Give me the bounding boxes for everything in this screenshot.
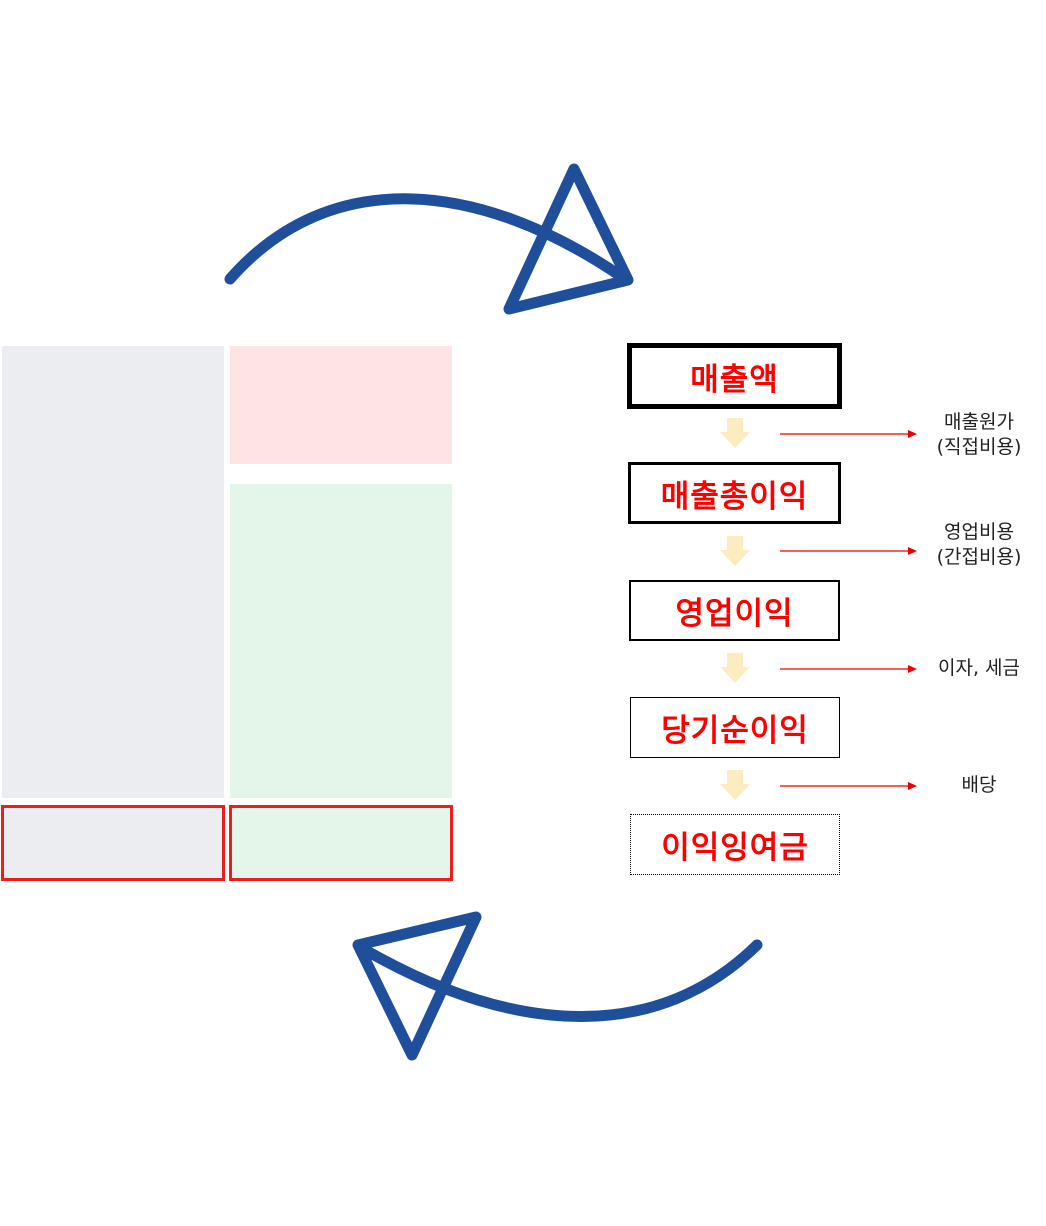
- highlighted-right-block: [229, 805, 453, 881]
- stage-label: 매출총이익: [660, 478, 809, 515]
- curved-arrow-right-icon: [224, 163, 634, 315]
- top-right-block: [230, 346, 452, 464]
- note-line: 이자, 세금: [938, 657, 1020, 679]
- curved-arrow-left-icon: [352, 911, 763, 1061]
- stage-label: 영업이익: [675, 596, 794, 632]
- left-block: [2, 346, 224, 798]
- note-line: 영업비용: [944, 521, 1014, 543]
- note-dividend: 배당: [914, 773, 1044, 798]
- note-line: (간접비용): [936, 546, 1022, 568]
- stage-gross-profit: 매출총이익: [628, 462, 841, 524]
- stage-retained-earnings: 이익잉여금: [630, 814, 840, 875]
- stage-revenue: 매출액: [627, 343, 842, 409]
- stage-operating-profit: 영업이익: [629, 580, 840, 641]
- note-line: (직접비용): [936, 436, 1022, 458]
- mid-right-block: [230, 484, 452, 798]
- stage-net-income: 당기순이익: [630, 697, 840, 758]
- right-arrow-icon: [780, 430, 917, 790]
- note-interest-tax: 이자, 세금: [914, 656, 1044, 681]
- note-line: 배당: [961, 774, 997, 796]
- note-operating-expenses: 영업비용 (간접비용): [914, 520, 1044, 570]
- note-cost-of-sales: 매출원가 (직접비용): [914, 410, 1044, 460]
- stage-label: 당기순이익: [661, 713, 809, 749]
- stage-label: 매출액: [690, 361, 779, 398]
- note-line: 매출원가: [944, 411, 1014, 433]
- stage-label: 이익잉여금: [661, 830, 809, 866]
- highlighted-left-block: [1, 805, 225, 881]
- down-arrow-icon: [720, 418, 750, 800]
